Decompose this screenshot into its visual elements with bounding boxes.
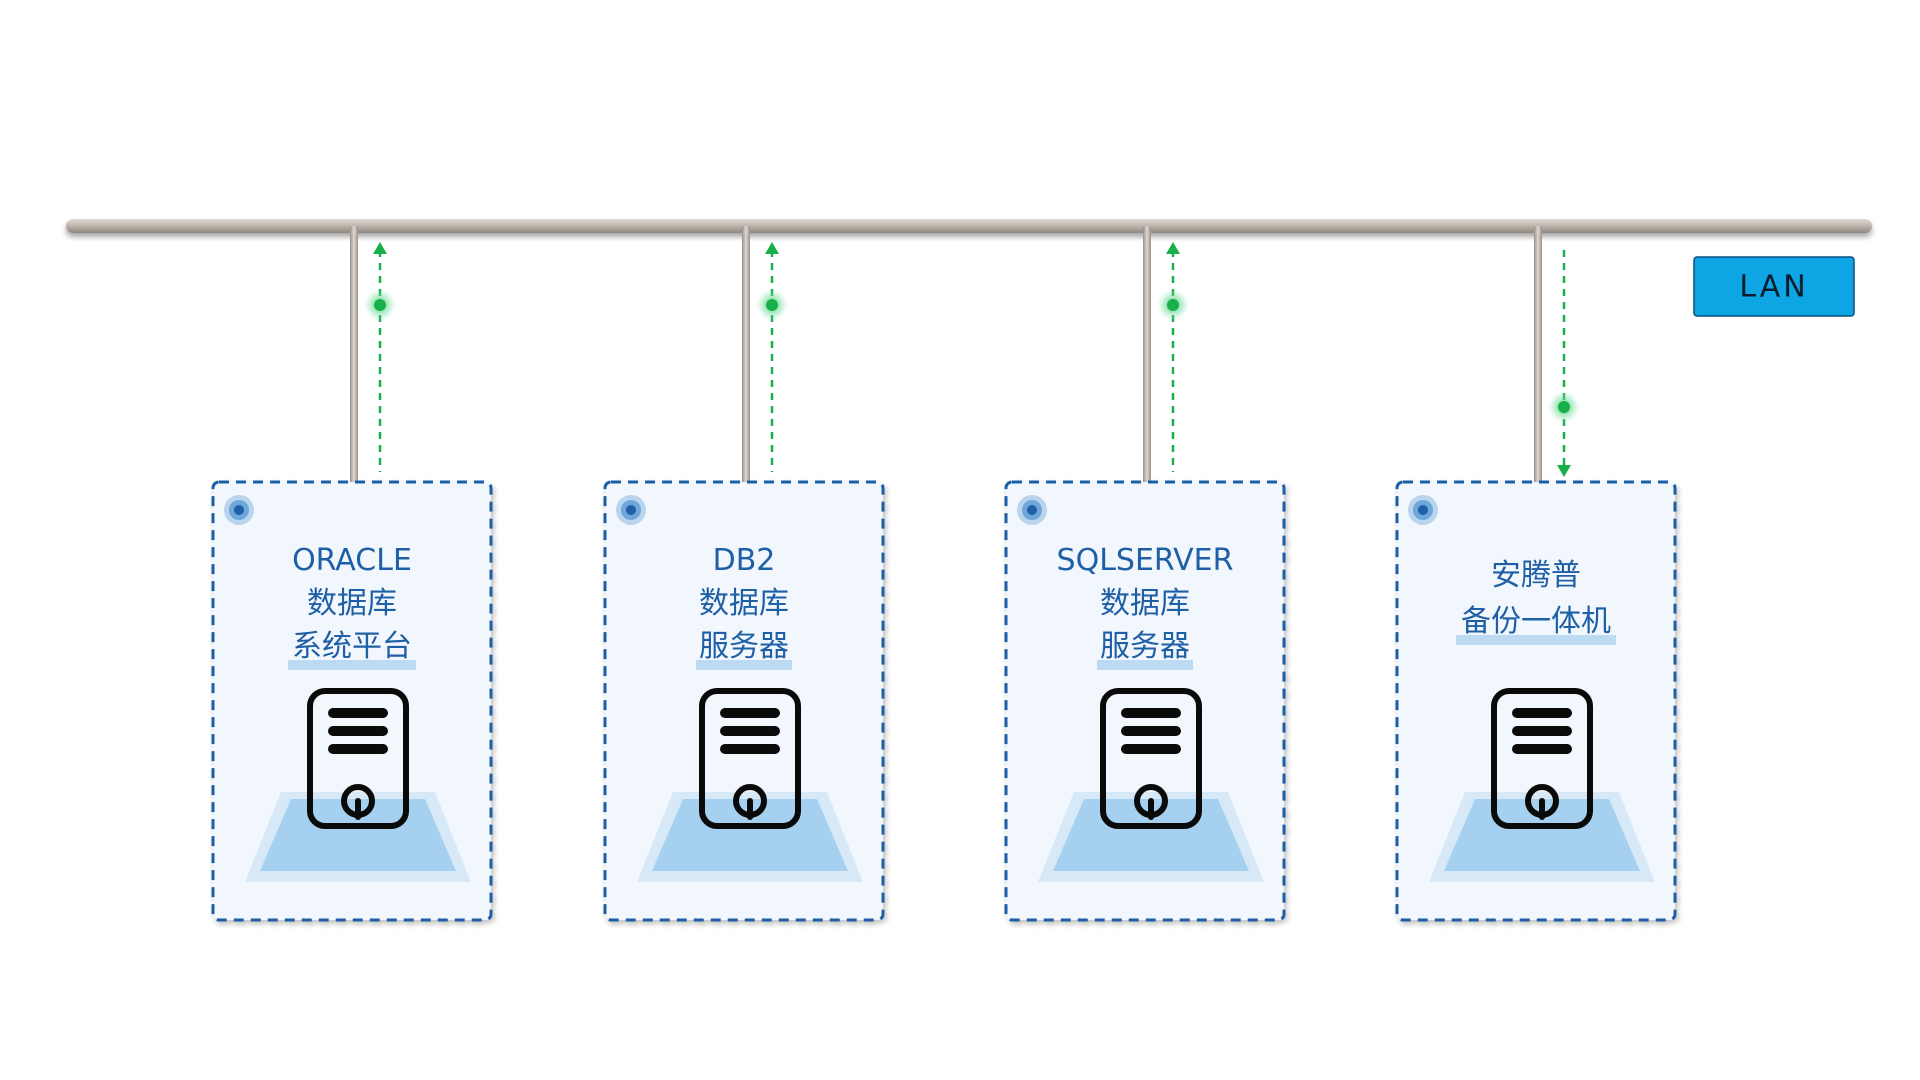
server-tower-icon [1491,688,1593,829]
label-highlight [1456,635,1616,645]
data-flow-arrow-icon [364,242,396,472]
status-dot-icon [616,495,646,525]
drop-line [1143,226,1151,484]
node-label-line: 系统平台 [292,629,412,664]
lan-bus [66,219,1872,233]
data-flow-arrow-icon [756,242,788,472]
drop-line [1534,226,1542,484]
node-label-line: ORACLE [292,543,412,578]
server-tower-icon [699,688,801,829]
node-label-line: 数据库 [699,586,789,621]
status-dot-icon [1017,495,1047,525]
lan-label: LAN [1739,270,1808,305]
server-tower-icon [1100,688,1202,829]
node-label-line: 服务器 [1100,629,1190,664]
node-label-line: SQLSERVER [1057,543,1234,578]
data-flow-arrow-icon [1157,242,1189,472]
node-label-line: 备份一体机 [1461,604,1611,639]
label-highlight [288,660,416,670]
node-label-line: 安腾普 [1491,558,1581,593]
data-flow-arrow-icon [1548,250,1580,477]
status-dot-icon [1408,495,1438,525]
node-label-line: 数据库 [1100,586,1190,621]
node-label-line: 数据库 [307,586,397,621]
status-dot-icon [224,495,254,525]
node-label-line: DB2 [713,543,776,578]
drop-line [742,226,750,484]
label-highlight [1097,660,1193,670]
label-highlight [696,660,792,670]
lan-badge: LAN [1693,256,1855,317]
drop-line [350,226,358,484]
server-tower-icon [307,688,409,829]
node-label-line: 服务器 [699,629,789,664]
